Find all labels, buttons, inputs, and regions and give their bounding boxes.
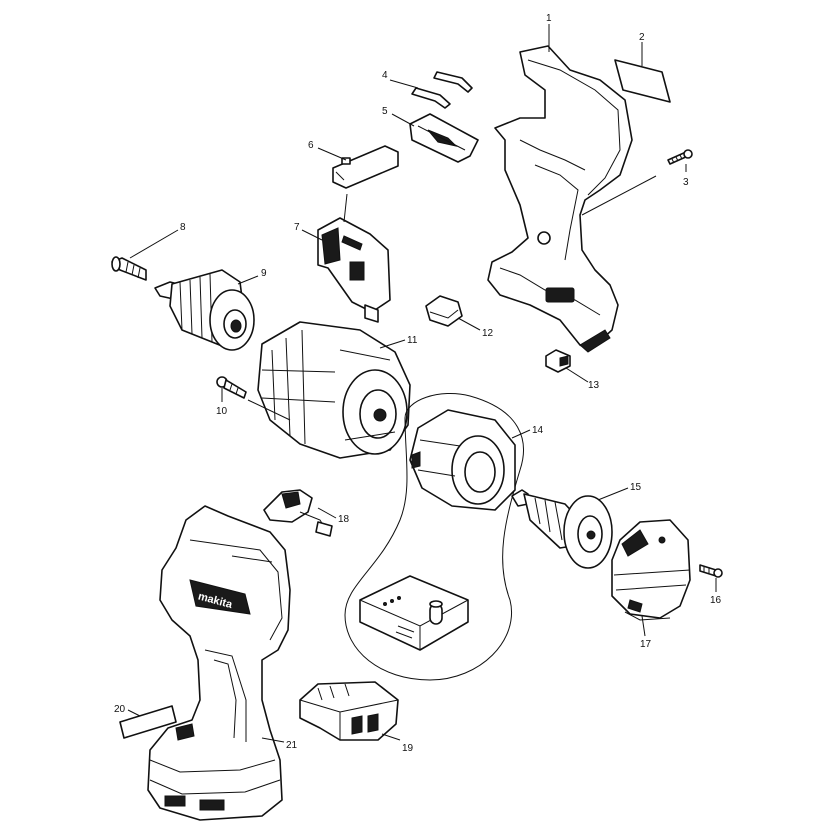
part-12-cap [425, 295, 463, 327]
callout-19: 19 [402, 743, 414, 754]
part-2-label [614, 59, 671, 103]
part-8-chuck-screw [111, 256, 147, 281]
callout-5: 5 [382, 106, 388, 117]
leader-17 [641, 615, 646, 637]
part-11-gear-assembly [257, 321, 411, 459]
callout-13: 13 [588, 380, 600, 391]
leader-7b [301, 229, 323, 241]
leader-21 [261, 737, 285, 743]
part-10-screw [216, 376, 247, 399]
part-9-keyless-chuck [154, 269, 255, 351]
leader-10b [247, 399, 291, 421]
part-4-spring [411, 71, 473, 109]
leader-9 [237, 275, 259, 285]
callout-11: 11 [407, 335, 418, 346]
part-13-clip [545, 349, 571, 373]
leader-11 [379, 339, 406, 349]
part-17-rear-cover [611, 519, 691, 621]
part-19-terminal [299, 681, 399, 741]
callout-20: 20 [114, 704, 126, 715]
part-16-screw [699, 564, 723, 578]
callout-2: 2 [639, 32, 645, 43]
leader-18 [317, 507, 337, 519]
callout-9: 9 [261, 268, 267, 279]
callout-21: 21 [286, 740, 298, 751]
leader-4 [389, 79, 419, 89]
leader-6 [317, 147, 347, 161]
callout-16: 16 [710, 595, 722, 606]
leader-lines [127, 24, 717, 743]
callout-15: 15 [630, 482, 642, 493]
leader-8 [129, 229, 179, 259]
part-3-screw [667, 149, 693, 165]
callout-6: 6 [308, 140, 314, 151]
leader-19 [381, 733, 401, 741]
leader-1b [581, 175, 657, 216]
leader-12 [457, 317, 481, 331]
callout-10: 10 [216, 406, 228, 417]
callout-12: 12 [482, 328, 494, 339]
callout-4: 4 [382, 70, 388, 81]
part-7-switch [317, 217, 391, 323]
leader-20 [127, 709, 141, 717]
callout-8: 8 [180, 222, 186, 233]
part-15-rotor [511, 489, 613, 569]
callout-14: 14 [532, 425, 544, 436]
callout-7: 7 [294, 222, 300, 233]
part-14-motor-assembly [344, 392, 524, 681]
leader-15 [597, 487, 629, 501]
part-1-right-housing [487, 45, 633, 353]
leader-5 [391, 113, 415, 127]
callout-18: 18 [338, 514, 350, 525]
callout-17: 17 [640, 639, 652, 650]
callout-3: 3 [683, 177, 689, 188]
part-18-trigger [263, 489, 333, 537]
leader-13 [565, 367, 589, 383]
callout-1: 1 [546, 13, 552, 24]
leader-7a [343, 193, 348, 223]
part-20-nameplate [119, 705, 177, 739]
callout-labels: 1 2 3 4 5 6 7 8 9 10 11 12 13 14 15 16 1… [114, 13, 722, 754]
leader-14 [511, 429, 531, 439]
part-6-slide-button [332, 145, 399, 189]
part-5-switch-lever [409, 113, 479, 163]
part-21-left-housing: makita [147, 505, 291, 821]
